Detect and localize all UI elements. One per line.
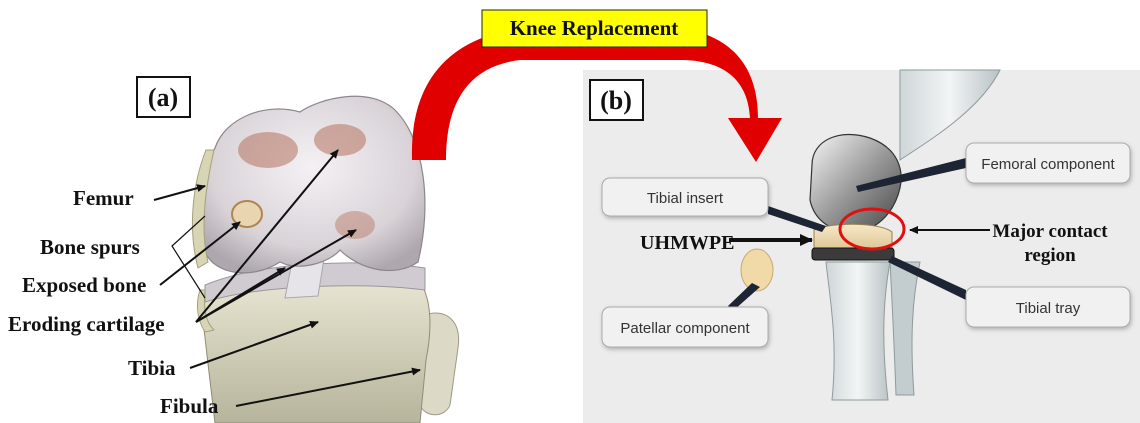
label-uhmwpe: UHMWPE <box>640 232 734 254</box>
panel-b-tag: (b) <box>600 86 632 115</box>
callout-tibial-tray: Tibial tray <box>966 287 1130 327</box>
tibial-tray <box>812 248 894 260</box>
callout-femoral-component: Femoral component <box>966 143 1130 183</box>
label-bone-spurs: Bone spurs <box>40 235 140 259</box>
callout-text-tibial-insert: Tibial insert <box>647 190 724 207</box>
banner-title: Knee Replacement <box>510 16 679 40</box>
label-femur: Femur <box>73 186 134 210</box>
femur-bone <box>200 96 425 273</box>
callout-text-femoral: Femoral component <box>981 156 1115 173</box>
label-major-contact-1: Major contact <box>992 221 1108 242</box>
callout-patellar-component: Patellar component <box>602 307 768 347</box>
label-major-contact-2: region <box>1024 245 1076 266</box>
label-eroding-cartilage: Eroding cartilage <box>8 312 165 336</box>
callout-text-patellar: Patellar component <box>620 320 750 337</box>
erosion-patch-3 <box>335 211 375 239</box>
callout-text-tray: Tibial tray <box>1016 300 1081 317</box>
erosion-patch-1 <box>238 132 298 168</box>
exposed-bone-spot <box>232 201 262 227</box>
erosion-patch-2 <box>314 124 366 156</box>
label-exposed-bone: Exposed bone <box>22 273 146 297</box>
panel-a-tag: (a) <box>148 83 178 112</box>
tibia-shaft-b <box>826 262 890 400</box>
callout-tibial-insert: Tibial insert <box>602 178 768 216</box>
patellar-component <box>741 249 773 291</box>
label-tibia: Tibia <box>128 356 176 380</box>
label-fibula: Fibula <box>160 394 219 418</box>
